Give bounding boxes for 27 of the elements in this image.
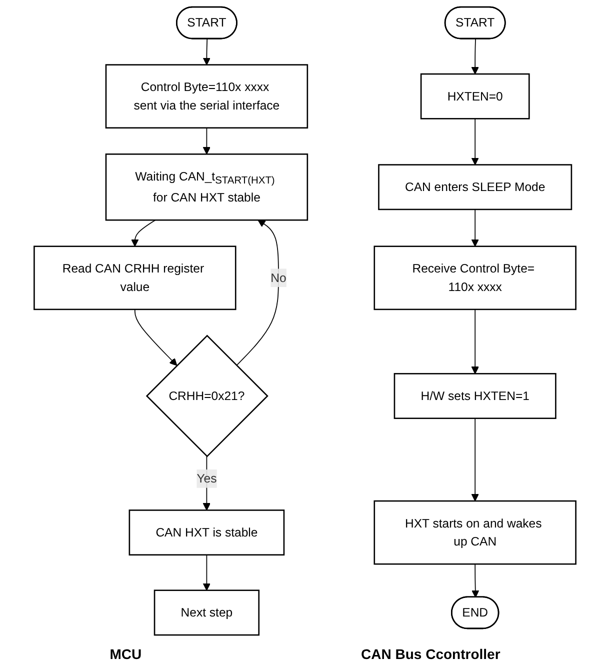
- edge-label: Yes: [196, 471, 217, 486]
- arrow: [471, 38, 479, 74]
- arrow: [134, 308, 178, 366]
- arrow: [202, 38, 211, 66]
- node-box: HXT starts on and wakes up CAN: [374, 500, 576, 565]
- node-box: Read CAN CRHH register value: [34, 246, 236, 310]
- node-diamond: CRHH=0x21?: [146, 334, 268, 458]
- edge-label: No: [270, 270, 286, 284]
- arrow: [471, 308, 479, 374]
- node-box: CAN HXT is stable: [128, 510, 285, 556]
- arrow: [202, 127, 211, 154]
- arrow: [131, 220, 156, 247]
- node-box: Next step: [154, 590, 260, 636]
- arrow: [472, 564, 480, 598]
- column-caption: CAN Bus Ccontroller: [361, 646, 500, 662]
- node-box: CAN enters SLEEP Mode: [378, 164, 572, 210]
- node-box: H/W sets HXTEN=1: [394, 373, 556, 419]
- arrow: [202, 554, 211, 591]
- node-box: Receive Control Byte= 110x xxxx: [374, 246, 576, 310]
- node-box: HXTEN=0: [420, 73, 530, 120]
- node-box: Waiting CAN_t$_{START(HXT)}$ for CAN HXT stable: [105, 153, 308, 221]
- column-caption: MCU: [110, 646, 142, 662]
- arrow: [471, 209, 479, 247]
- arrow: [471, 418, 479, 502]
- arrow: [471, 118, 479, 166]
- node-box: Control Byte=110x xxxx sent via the serial interface: [105, 64, 308, 129]
- arrow: [236, 220, 279, 366]
